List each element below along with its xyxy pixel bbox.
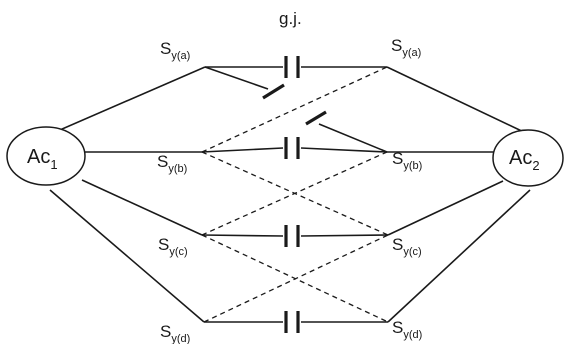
- dashed-cross-connections: [201, 66, 389, 323]
- gap-junction-d: [204, 311, 388, 333]
- ac2-to-right-c-line: [387, 180, 504, 236]
- left-cell-subscript: 1: [50, 157, 57, 172]
- right-cell-subscript: 2: [532, 158, 539, 173]
- ac1-to-left-d-line: [49, 189, 205, 323]
- ac1-to-left-a-line: [45, 66, 206, 137]
- gap-junction-b: [201, 137, 388, 159]
- ac2-to-right-d-line: [387, 189, 531, 323]
- gap-junction-a: [205, 56, 387, 78]
- svg-text:Ac1: Ac1: [27, 146, 58, 172]
- right-cell-label: Ac: [509, 147, 532, 169]
- diagonal-gap-junction-a-to-b: [204, 66, 285, 100]
- left-synapse-b-label: Sy(b): [157, 152, 187, 175]
- right-synapse-d-label: Sy(d): [392, 318, 422, 341]
- right-cell-node: Ac2: [492, 129, 564, 187]
- left-synapse-d-label: Sy(d): [160, 322, 190, 344]
- dashed-left-c-to-right-b: [201, 151, 388, 236]
- right-synapse-c-label: Sy(c): [392, 235, 422, 258]
- dashed-left-b-to-right-a: [201, 66, 388, 153]
- ac2-to-right-a-line: [386, 66, 529, 135]
- right-synapse-a-label: Sy(a): [391, 36, 421, 59]
- dashed-left-d-to-right-c: [203, 234, 389, 323]
- capacitor-plate: [305, 110, 327, 126]
- right-cell-connections: [386, 66, 531, 323]
- diagonal-gap-junction-b-to-a: [305, 110, 388, 153]
- capacitor-plate: [262, 83, 285, 100]
- gap-junction-c: [201, 225, 389, 247]
- right-synapse-b-label: Sy(b): [392, 149, 422, 172]
- left-synapse-a-label: Sy(a): [160, 39, 190, 62]
- ac1-to-left-c-line: [81, 179, 203, 236]
- svg-text:Ac2: Ac2: [509, 147, 540, 173]
- left-cell-node: Ac1: [6, 126, 86, 186]
- left-cell-connections: [45, 66, 206, 323]
- left-synapse-c-label: Sy(c): [158, 235, 188, 258]
- left-cell-label: Ac: [27, 146, 50, 168]
- gap-junction-label: g.j.: [279, 9, 302, 28]
